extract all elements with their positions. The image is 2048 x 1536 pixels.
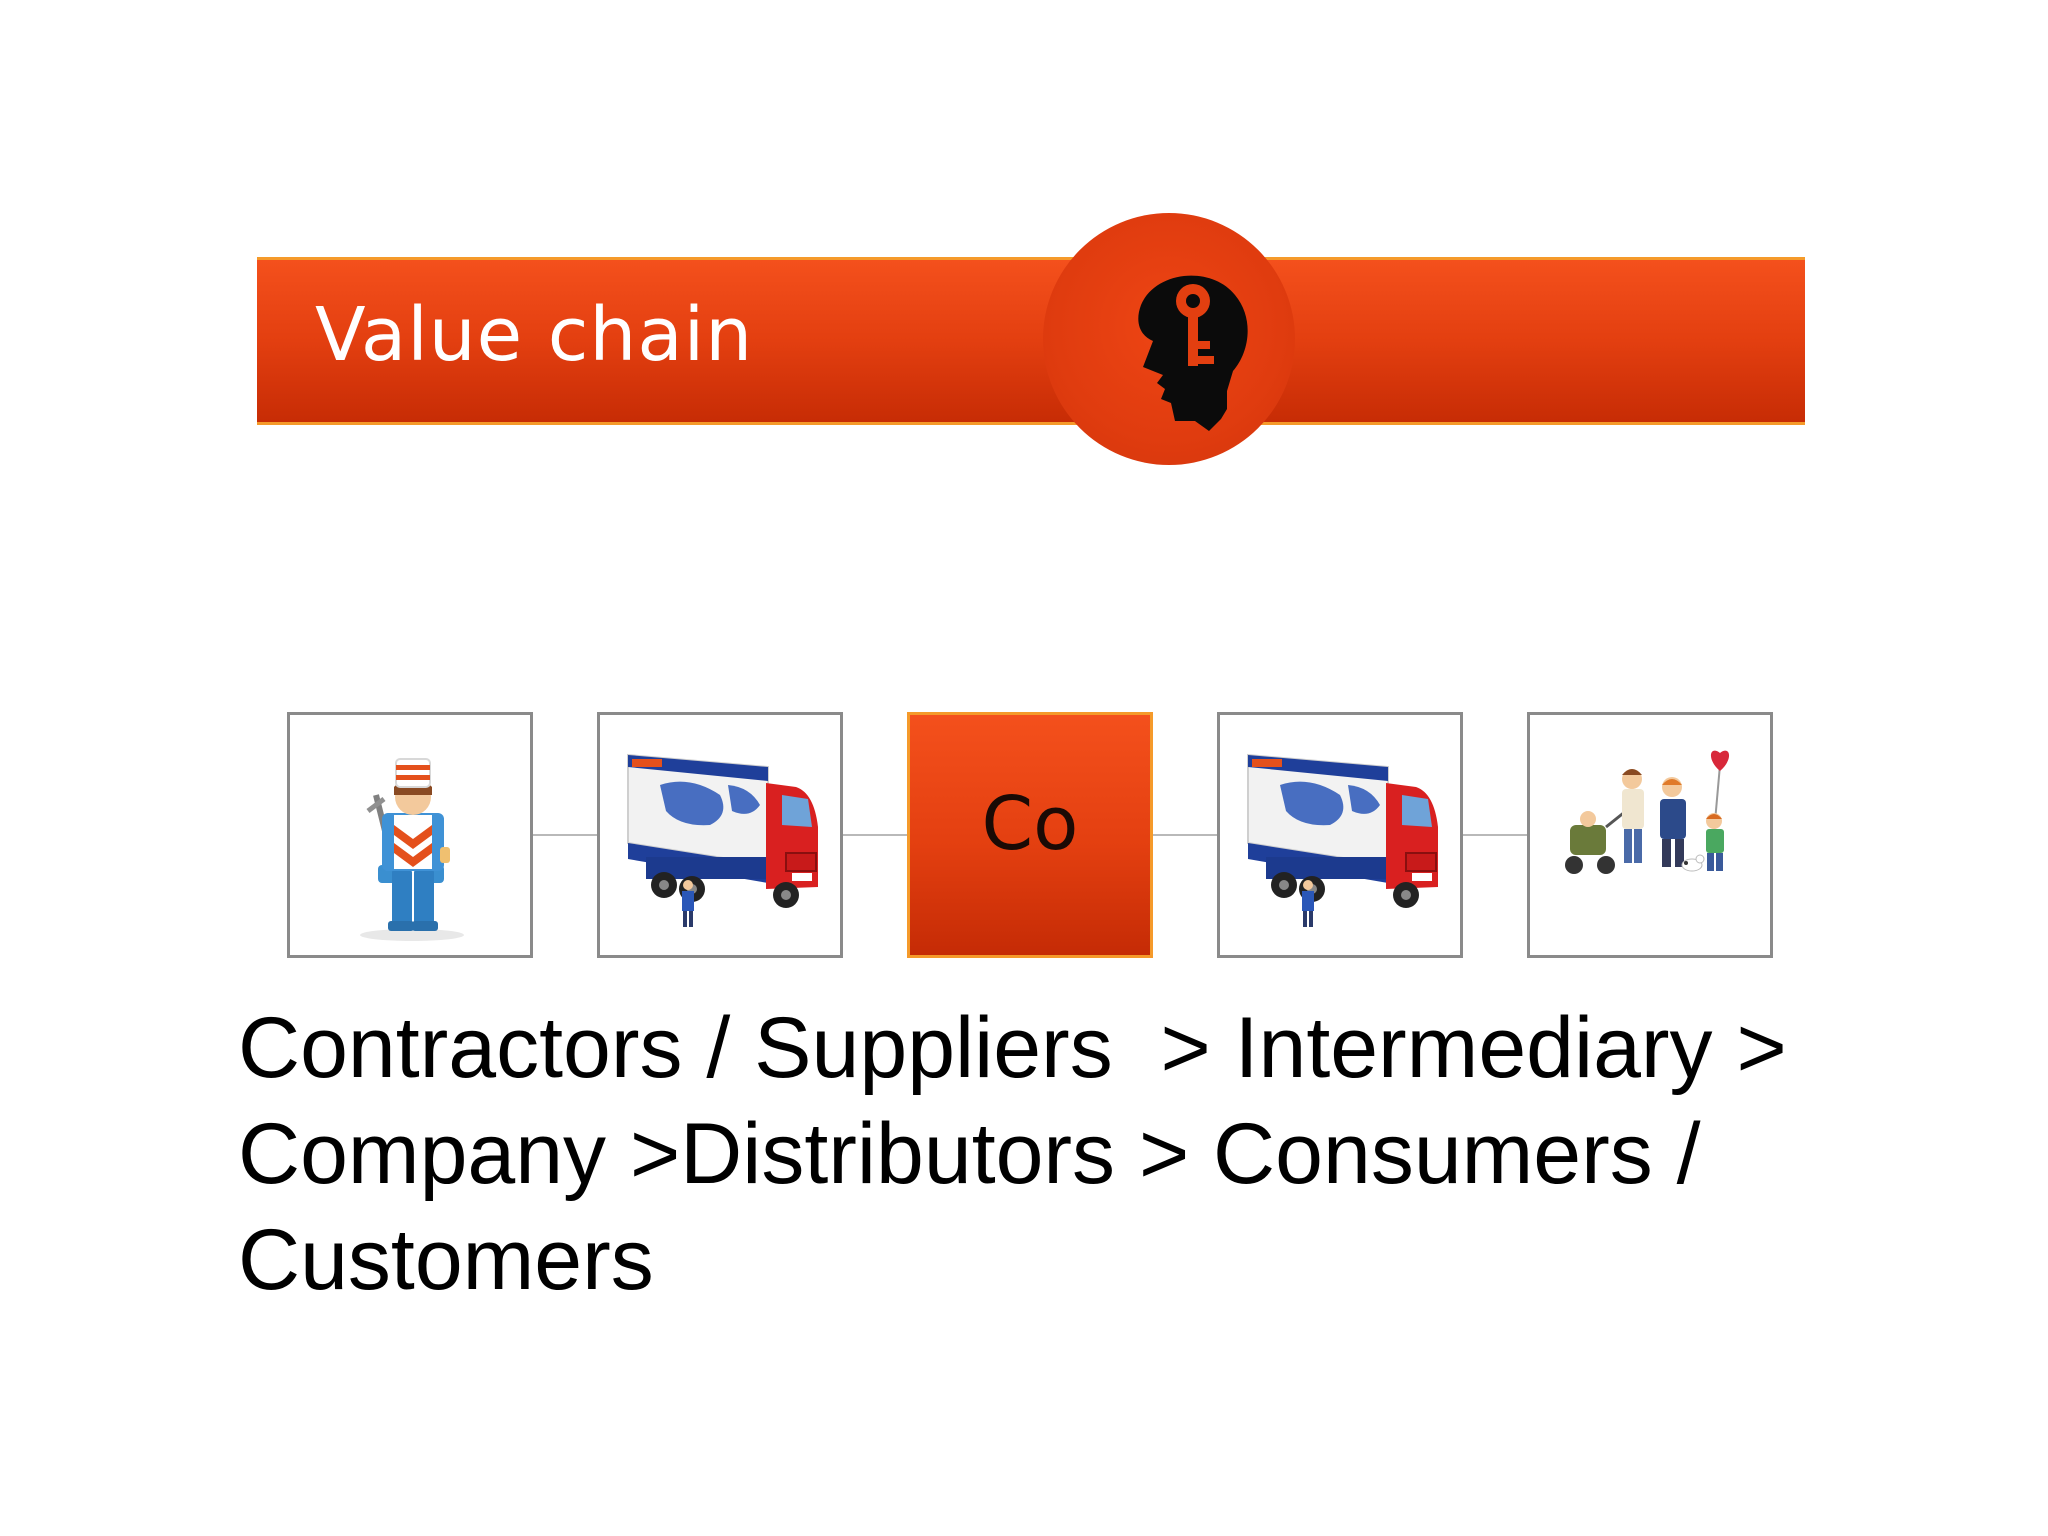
head-with-key-icon (1138, 275, 1248, 431)
worker-figure-icon (360, 758, 464, 941)
page-title: Value chain (315, 292, 754, 378)
description-line: Contractors / Suppliers > Intermediary > (238, 1000, 1787, 1096)
connector-line (1430, 834, 1530, 836)
title-banner: Value chain (257, 257, 1805, 425)
description-line: Company >Distributors > Consumers / (238, 1106, 1701, 1202)
family-figures-icon (1565, 750, 1730, 874)
value-chain-row: Co (287, 712, 1773, 958)
truck-icon (1247, 753, 1438, 927)
connector-line (1120, 834, 1220, 836)
value-chain-description: Contractors / Suppliers > Intermediary >… (238, 995, 1958, 1313)
chain-node-company: Co (907, 712, 1153, 958)
truck-icon (627, 753, 818, 927)
chain-node-intermediary (597, 712, 843, 958)
connector-line (500, 834, 600, 836)
description-line: Customers (238, 1212, 654, 1308)
badge-circle (1043, 213, 1295, 465)
chain-node-consumers (1527, 712, 1773, 958)
connector-line (810, 834, 910, 836)
chain-node-contractor (287, 712, 533, 958)
company-label: Co (981, 781, 1079, 867)
chain-node-distributor (1217, 712, 1463, 958)
